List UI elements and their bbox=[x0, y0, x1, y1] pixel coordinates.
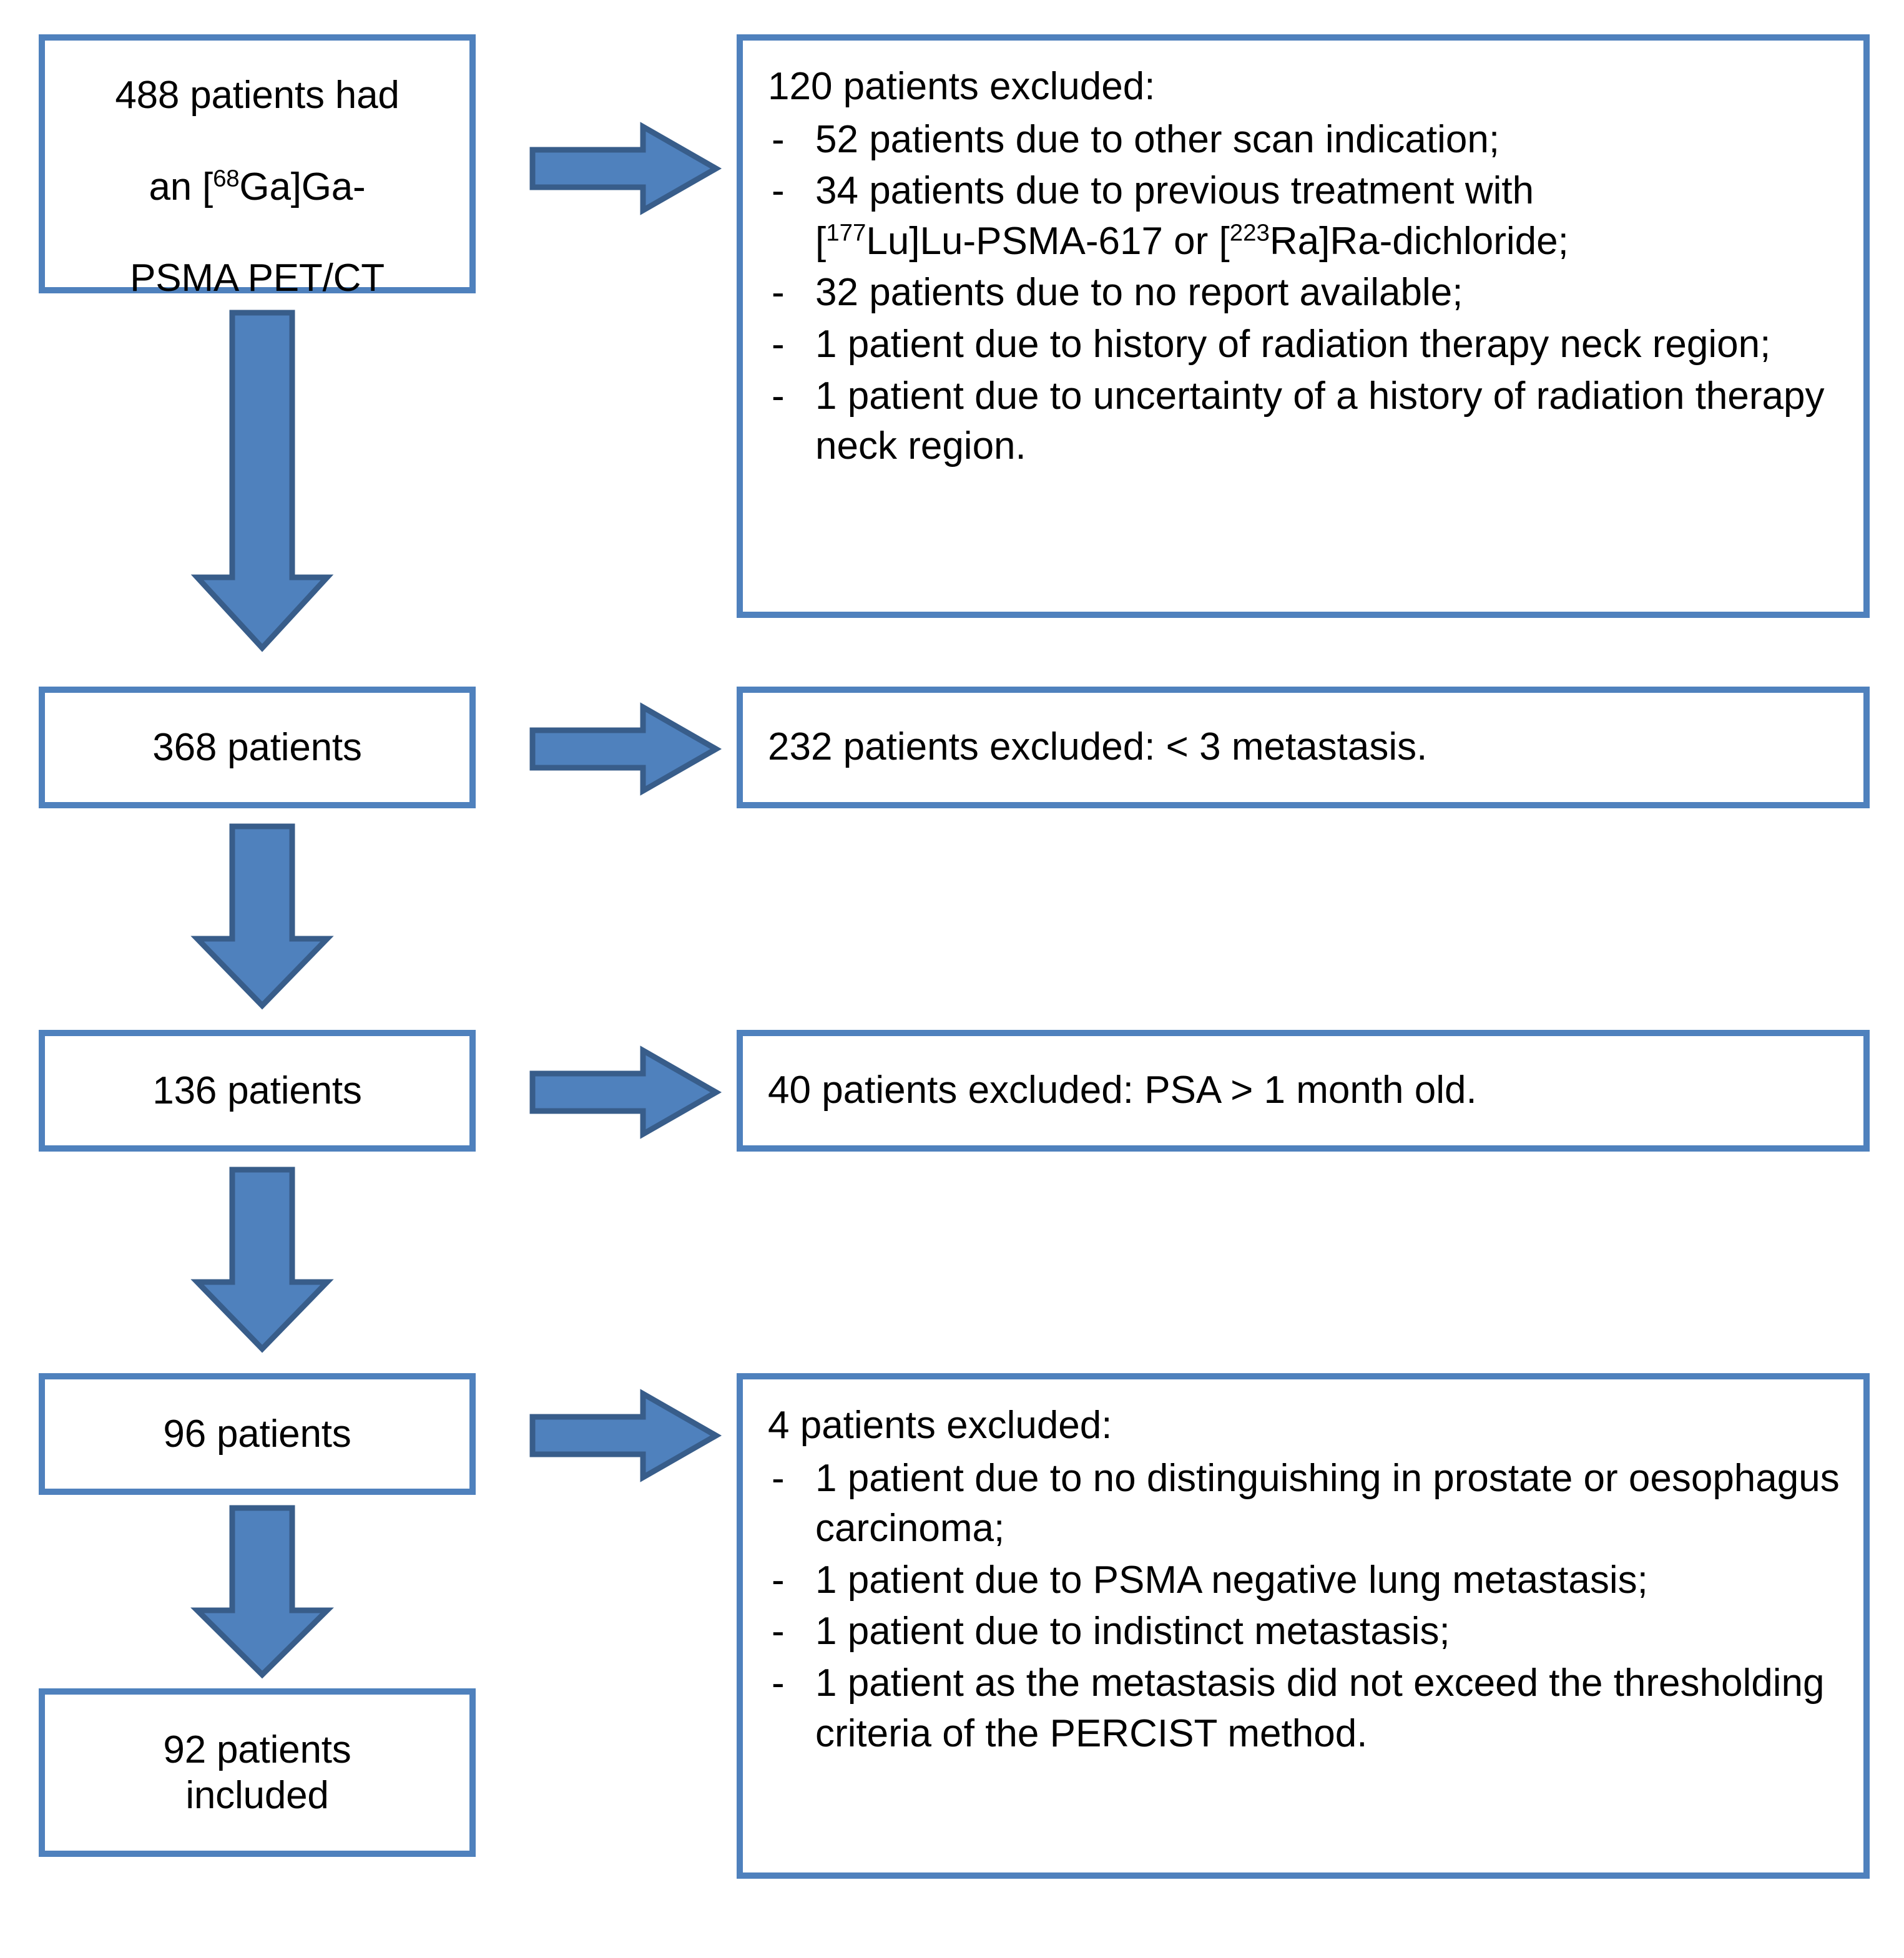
isotope-223: 223 bbox=[1229, 219, 1270, 247]
exclusion-4-item-2-text: 1 patient due to PSMA negative lung meta… bbox=[815, 1558, 1648, 1602]
exclusion-120-item-4: -1 patient due to history of radiation t… bbox=[768, 320, 1847, 370]
arrow-down-2 bbox=[190, 823, 334, 1010]
arrow-down-4 bbox=[190, 1504, 334, 1679]
exclusion-4-heading: 4 patients excluded: bbox=[768, 1404, 1112, 1447]
arrow-right-3 bbox=[528, 1045, 722, 1139]
bullet-dash-icon: - bbox=[772, 374, 785, 418]
node-label-136: 136 patients bbox=[152, 1069, 362, 1112]
node-box-488-patients: 488 patients had an [68Ga]Ga- PSMA PET/C… bbox=[39, 34, 476, 300]
node-label-488: 488 patients had an [68Ga]Ga- PSMA PET/C… bbox=[106, 27, 408, 301]
bullet-dash-icon: - bbox=[772, 169, 785, 213]
node-label-96: 96 patients bbox=[163, 1412, 351, 1456]
exclusion-4-item-4: -1 patient as the metastasis did not exc… bbox=[768, 1658, 1847, 1759]
exclusion-120-item-4-text: 1 patient due to history of radiation th… bbox=[815, 322, 1771, 366]
arrow-down-1 bbox=[190, 309, 334, 652]
exclusion-40-heading: 40 patients excluded: PSA > 1 month old. bbox=[768, 1069, 1477, 1112]
exclusion-120-item-5-text: 1 patient due to uncertainty of a histor… bbox=[815, 374, 1825, 468]
exclusion-120-list: -52 patients due to other scan indicatio… bbox=[768, 115, 1847, 472]
arrow-right-2 bbox=[528, 702, 722, 796]
arrow-right-4 bbox=[528, 1389, 722, 1482]
exclusion-120-item-2-text-b: [ bbox=[815, 219, 827, 263]
exclusion-120-item-1: -52 patients due to other scan indicatio… bbox=[768, 115, 1847, 165]
exclusion-4-item-3-text: 1 patient due to indistinct metastasis; bbox=[815, 1610, 1450, 1653]
bullet-dash-icon: - bbox=[772, 271, 785, 315]
isotope-177: 177 bbox=[826, 219, 866, 247]
exclusion-4-list: -1 patient due to no distinguishing in p… bbox=[768, 1454, 1847, 1760]
exclusion-120-item-2-text-d: Ra]Ra-dichloride; bbox=[1269, 219, 1569, 263]
node-box-368-patients: 368 patients bbox=[39, 687, 476, 808]
bullet-dash-icon: - bbox=[772, 322, 785, 366]
exclusion-4-item-1: -1 patient due to no distinguishing in p… bbox=[768, 1454, 1847, 1554]
bullet-dash-icon: - bbox=[772, 1661, 785, 1705]
exclusion-4-item-4-text: 1 patient as the metastasis did not exce… bbox=[815, 1661, 1825, 1755]
node-488-line3: PSMA PET/CT bbox=[130, 256, 385, 300]
exclusion-120-item-2: -34 patients due to previous treatment w… bbox=[768, 166, 1847, 267]
node-488-line1: 488 patients had bbox=[115, 74, 400, 117]
exclusion-120-item-2-text-a: 34 patients due to previous treatment wi… bbox=[815, 169, 1534, 213]
exclusion-120-item-3-text: 32 patients due to no report available; bbox=[815, 271, 1463, 315]
node-box-136-patients: 136 patients bbox=[39, 1030, 476, 1152]
exclusion-120-item-5: -1 patient due to uncertainty of a histo… bbox=[768, 371, 1847, 472]
exclusion-232-heading: 232 patients excluded: < 3 metastasis. bbox=[768, 725, 1428, 769]
exclusion-box-232: 232 patients excluded: < 3 metastasis. bbox=[737, 687, 1870, 808]
exclusion-120-item-1-text: 52 patients due to other scan indication… bbox=[815, 117, 1500, 161]
node-box-96-patients: 96 patients bbox=[39, 1373, 476, 1495]
bullet-dash-icon: - bbox=[772, 1610, 785, 1653]
exclusion-4-item-1-text: 1 patient due to no distinguishing in pr… bbox=[815, 1456, 1840, 1550]
exclusion-box-40: 40 patients excluded: PSA > 1 month old. bbox=[737, 1030, 1870, 1152]
node-488-line2-post: Ga]Ga- bbox=[239, 165, 366, 208]
bullet-dash-icon: - bbox=[772, 1558, 785, 1602]
node-488-isotope-68: 68 bbox=[213, 164, 240, 192]
exclusion-120-heading: 120 patients excluded: bbox=[768, 65, 1156, 108]
arrow-right-1 bbox=[528, 122, 722, 215]
node-488-line2-pre: an [ bbox=[149, 165, 213, 208]
exclusion-120-item-3: -32 patients due to no report available; bbox=[768, 268, 1847, 318]
node-box-92-patients-included: 92 patients included bbox=[39, 1688, 476, 1857]
exclusion-box-4: 4 patients excluded: -1 patient due to n… bbox=[737, 1373, 1870, 1879]
exclusion-4-item-2: -1 patient due to PSMA negative lung met… bbox=[768, 1555, 1847, 1606]
exclusion-120-item-2-text-c: Lu]Lu-PSMA-617 or [ bbox=[866, 219, 1230, 263]
node-label-368: 368 patients bbox=[152, 725, 362, 769]
bullet-dash-icon: - bbox=[772, 117, 785, 161]
bullet-dash-icon: - bbox=[772, 1456, 785, 1500]
arrow-down-3 bbox=[190, 1166, 334, 1353]
node-label-92: 92 patients included bbox=[163, 1728, 351, 1817]
exclusion-4-item-3: -1 patient due to indistinct metastasis; bbox=[768, 1607, 1847, 1657]
exclusion-box-120: 120 patients excluded: -52 patients due … bbox=[737, 34, 1870, 618]
